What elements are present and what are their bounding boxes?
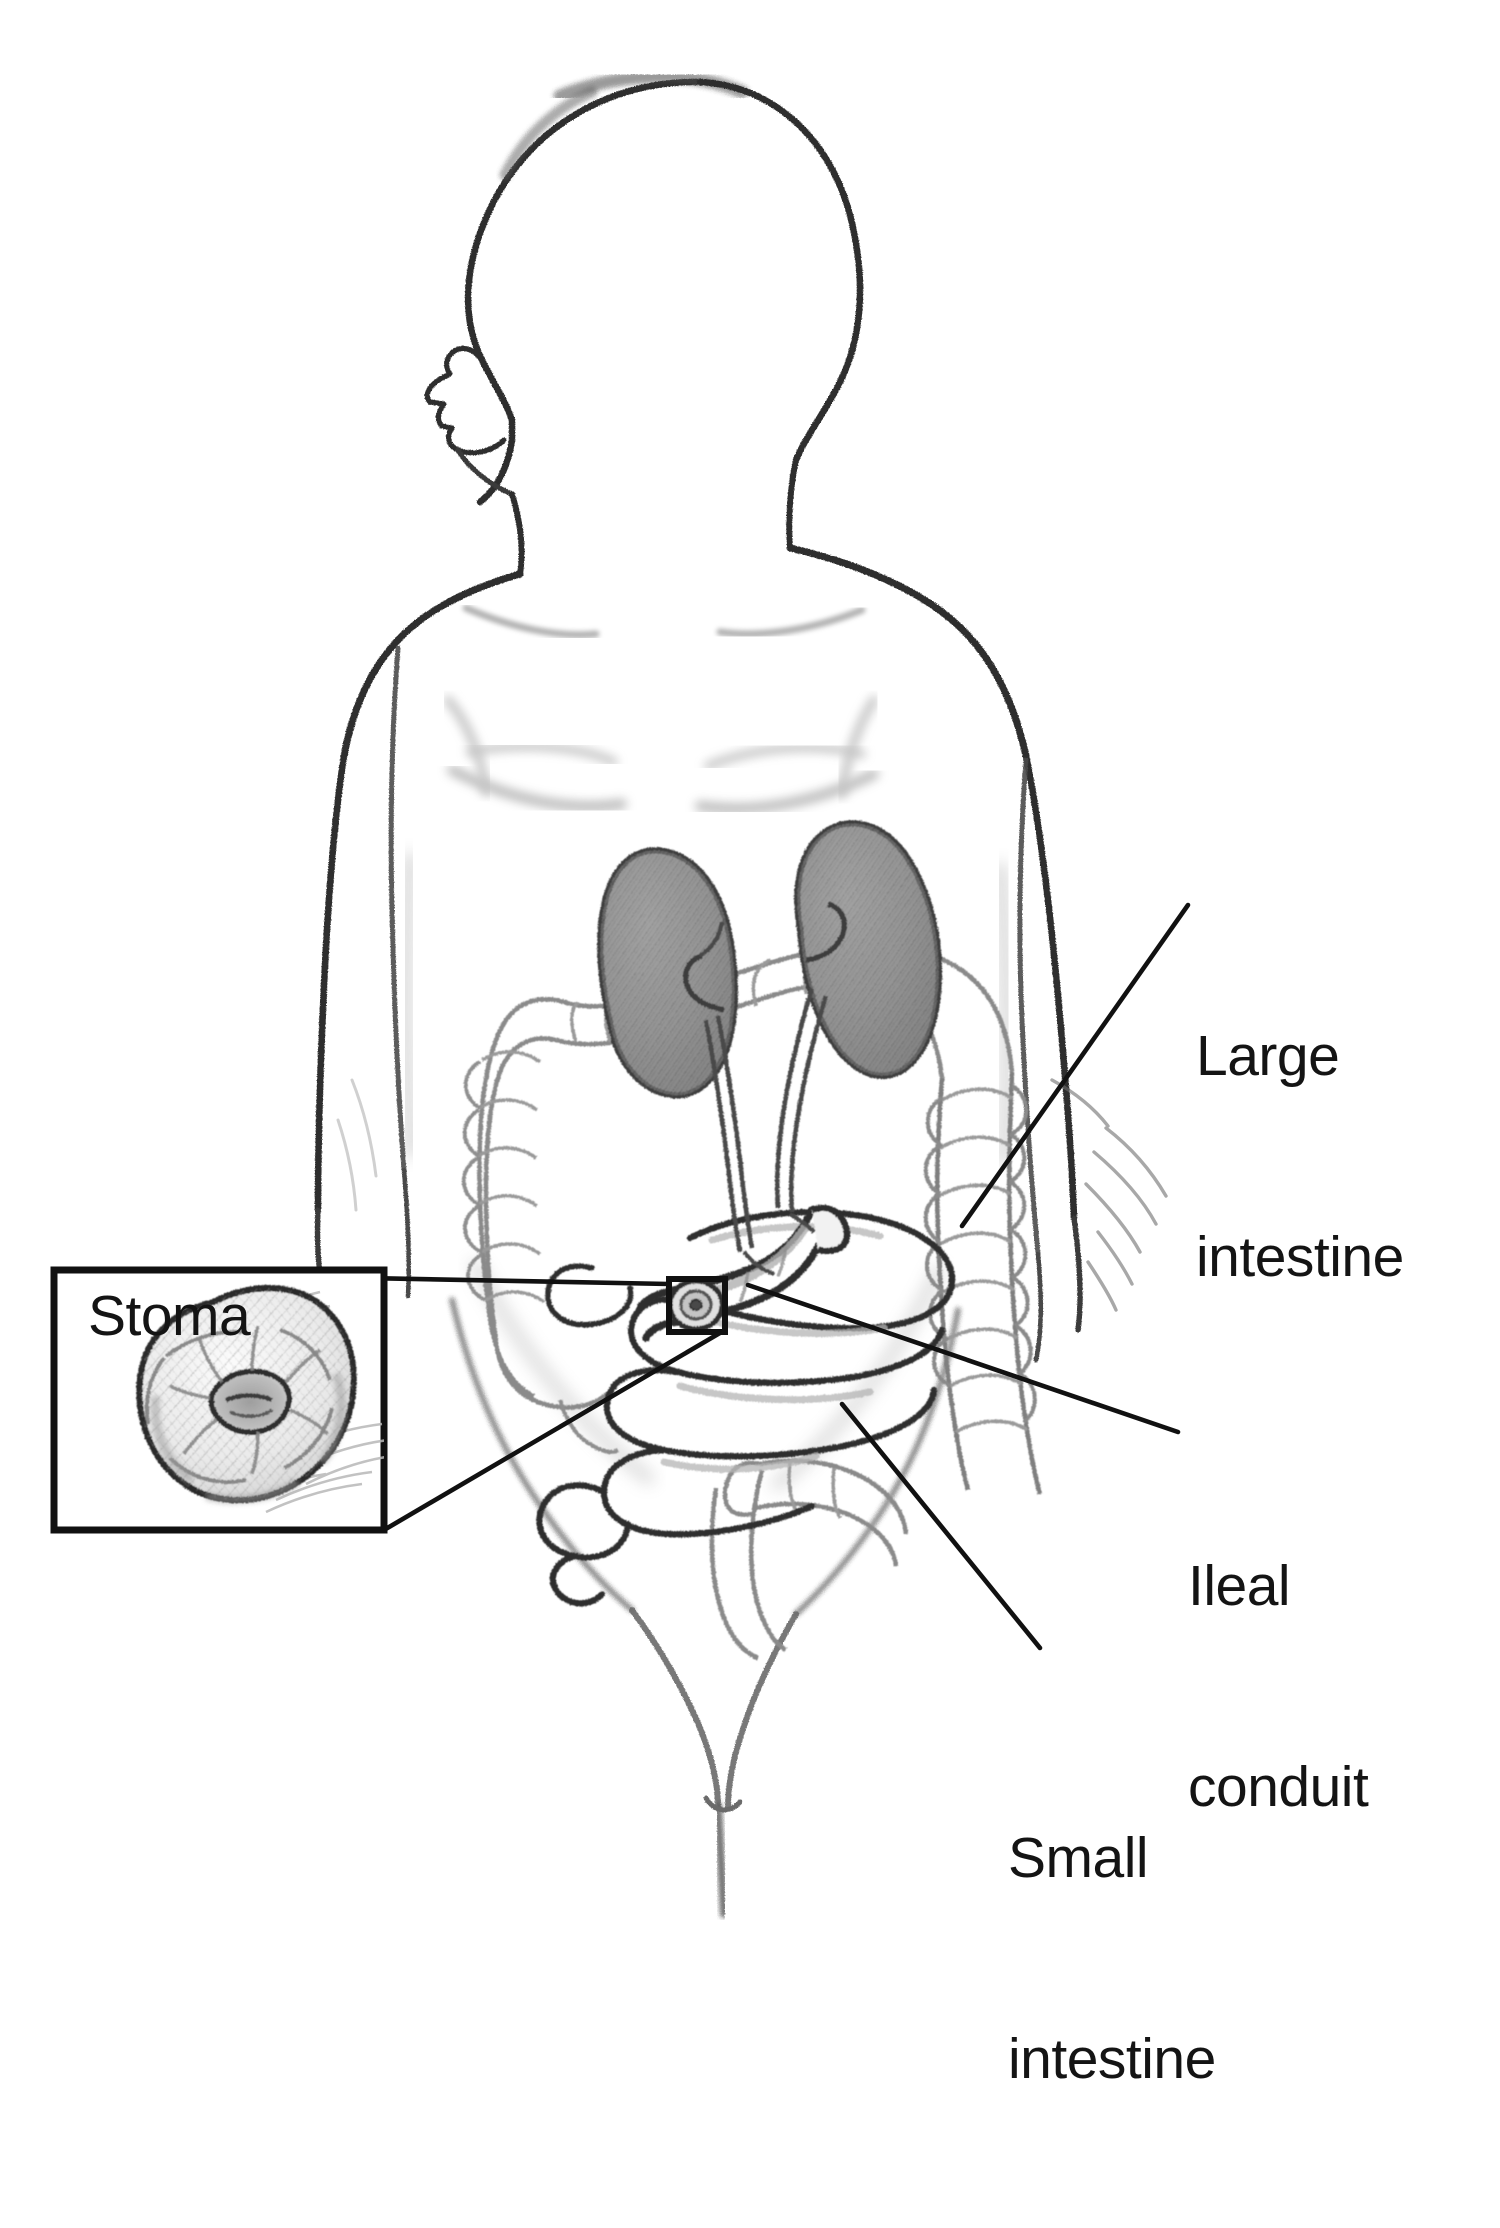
label-stoma-line1: Stoma <box>88 1283 251 1348</box>
right-ureter <box>774 987 829 1213</box>
neck-outline <box>509 457 799 577</box>
label-leader-lines <box>745 902 1191 1651</box>
stoma-marker-box <box>666 1276 728 1335</box>
stoma-inset-leader-bottom <box>382 1328 727 1532</box>
label-small-intestine-line1: Small <box>1008 1825 1149 1890</box>
ileal-conduit-leader <box>745 1282 1181 1435</box>
label-small-intestine: Small intestine <box>1008 1690 1216 2228</box>
label-small-intestine-line2: intestine <box>1008 2027 1216 2092</box>
large-intestine-leader <box>959 902 1191 1229</box>
anatomy-illustration <box>50 70 1191 1918</box>
arm-texture-left <box>336 1078 378 1212</box>
chest-shading <box>443 604 879 814</box>
pelvis-outline <box>629 1607 799 1918</box>
label-ileal-conduit-line2: conduit <box>1188 1755 1369 1820</box>
inset-stoma-body <box>136 1285 357 1505</box>
inset-stoma-opening <box>208 1368 292 1436</box>
illustration-canvas: Stoma Large intestine Ileal conduit Smal… <box>50 70 1405 2092</box>
left-ureter <box>703 1015 755 1253</box>
kidneys-and-ureters <box>597 820 943 1253</box>
body-outline <box>314 70 1168 1918</box>
stoma-on-abdomen <box>667 1278 725 1332</box>
head-outline <box>424 70 864 506</box>
ascending-colon <box>923 1071 1043 1495</box>
cecum <box>486 1303 620 1454</box>
descending-colon <box>461 996 571 1343</box>
stoma-inset-box <box>50 1266 388 1534</box>
label-ileal-conduit: Ileal conduit <box>1188 1418 1369 1956</box>
label-ileal-conduit-line1: Ileal <box>1188 1553 1291 1618</box>
label-stoma: Stoma <box>88 1148 251 1484</box>
right-kidney <box>794 820 943 1079</box>
sigmoid-colon <box>709 1458 909 1661</box>
torso-outline <box>314 544 1083 1617</box>
arm-texture <box>1050 1078 1168 1312</box>
label-large-intestine-line1: Large <box>1196 1023 1340 1088</box>
left-kidney <box>597 847 738 1099</box>
label-large-intestine-line2: intestine <box>1196 1225 1404 1290</box>
label-large-intestine: Large intestine <box>1196 888 1404 1426</box>
small-intestine-leader <box>839 1401 1043 1651</box>
